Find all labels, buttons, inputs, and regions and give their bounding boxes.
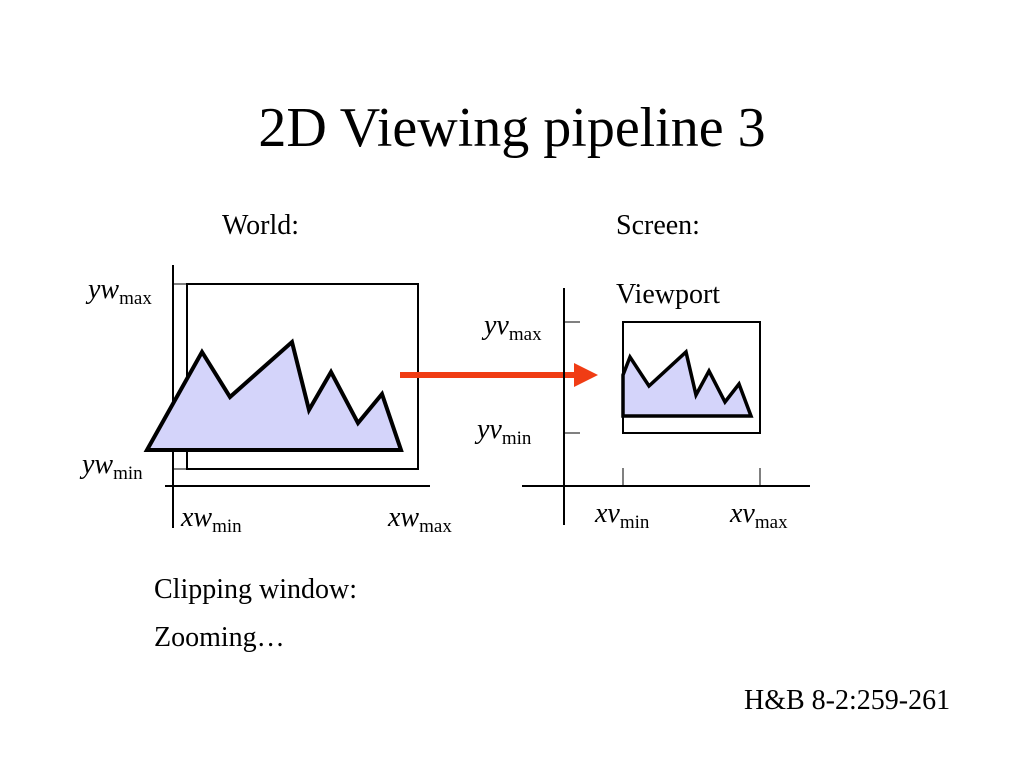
clipping-window-note: Clipping window: [154, 574, 358, 605]
xv-max-label: xvmax [729, 498, 788, 533]
yv-max-label: yvmax [481, 310, 542, 345]
world-heading: World: [222, 210, 299, 241]
world-coordinate-frame [165, 265, 430, 528]
slide-title: 2D Viewing pipeline 3 [258, 97, 766, 159]
xw-max-label: xwmax [387, 502, 452, 537]
yw-min-label: ywmin [79, 449, 143, 484]
xv-min-label: xvmin [594, 498, 650, 533]
zooming-note: Zooming… [154, 622, 285, 653]
world-scene-shape [143, 338, 404, 452]
yv-min-label: yvmin [474, 414, 532, 449]
xw-min-label: xwmin [180, 502, 242, 537]
screen-heading: Screen: [616, 210, 700, 241]
viewport-scene-shape [621, 348, 754, 418]
yw-max-label: ywmax [85, 274, 152, 309]
reference-citation: H&B 8-2:259-261 [744, 685, 951, 716]
viewport-label: Viewport [616, 279, 720, 310]
transform-arrow [400, 363, 598, 387]
screen-coordinate-frame [522, 288, 810, 525]
